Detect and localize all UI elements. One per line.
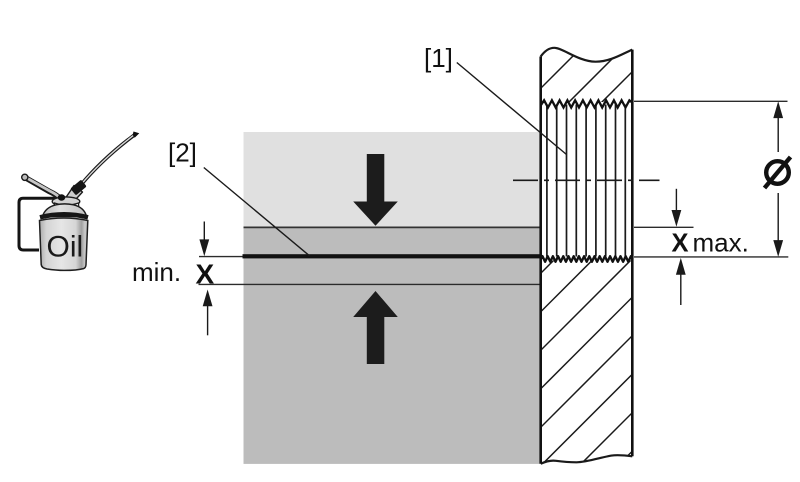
svg-text:max.: max. <box>693 228 749 258</box>
svg-text:X: X <box>672 230 689 258</box>
svg-text:min.: min. <box>132 257 181 287</box>
svg-text:Oil: Oil <box>47 231 84 264</box>
svg-text:[1]: [1] <box>424 43 453 73</box>
svg-text:X: X <box>196 259 215 290</box>
svg-text:[2]: [2] <box>168 138 197 168</box>
